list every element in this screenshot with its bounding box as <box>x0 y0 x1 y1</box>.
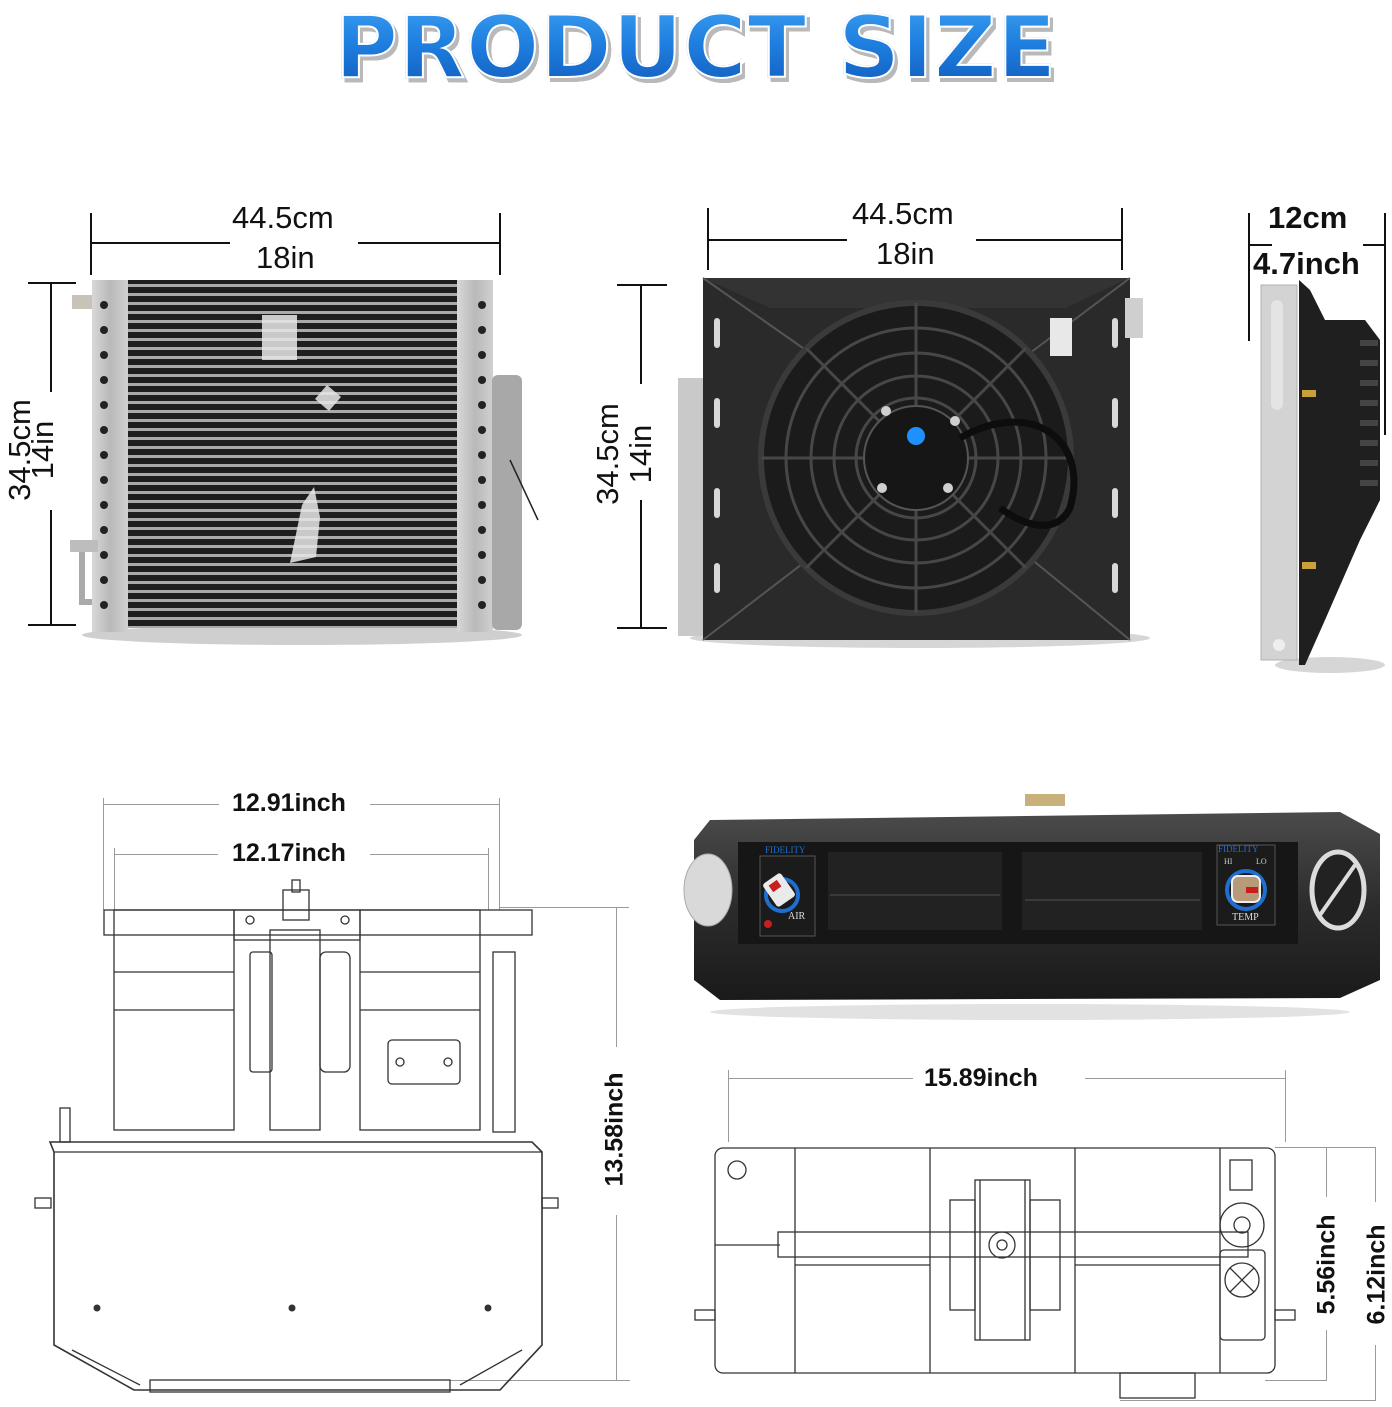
dimension-line <box>370 854 488 855</box>
dimension-line <box>103 804 219 805</box>
dimension-line <box>90 242 230 244</box>
inner-width-label: 12.17inch <box>232 839 346 867</box>
dimension-line <box>616 907 617 1047</box>
temp-knob-label: TEMP <box>1232 912 1259 923</box>
dimension-tick-left <box>1248 213 1250 341</box>
dimension-tick-top <box>499 907 629 908</box>
width-label: 15.89inch <box>924 1064 1038 1092</box>
dimension-tick-bottom <box>617 627 667 629</box>
condenser-fan-image <box>678 277 1150 648</box>
dimension-tick-bottom <box>450 1380 630 1381</box>
dimension-line <box>114 854 218 855</box>
dimension-tick-right <box>499 213 501 275</box>
dimension-line <box>640 284 642 384</box>
dimension-line <box>640 500 642 628</box>
dimension-line <box>358 242 500 244</box>
dimension-line <box>1363 244 1385 246</box>
dimension-line <box>50 510 52 625</box>
dimension-tick-top <box>617 284 667 286</box>
dimension-tick-bottom <box>28 624 76 626</box>
air-knob-label: AIR <box>788 911 806 922</box>
dimension-tick-left <box>728 1070 729 1142</box>
evaporator-unit-image <box>683 794 1380 1020</box>
dimension-tick-right <box>1285 1070 1286 1142</box>
dimension-tick-left <box>90 213 92 275</box>
dimension-tick-bottom <box>1120 1400 1376 1401</box>
dimension-line <box>1085 1078 1285 1079</box>
width-cm-label: 44.5cm <box>852 196 954 231</box>
temp-knob-hi: HI <box>1224 857 1233 866</box>
dimension-line <box>1326 1330 1327 1380</box>
fan-hub-logo <box>907 427 925 445</box>
dimension-tick-top <box>28 282 76 284</box>
height-cm-label: 34.5cm <box>590 403 625 505</box>
depth-outer-label: 6.12inch <box>1362 1224 1391 1325</box>
dimension-tick-right <box>1121 208 1123 270</box>
dimension-tick-right <box>499 798 500 910</box>
height-in-label: 14in <box>25 420 60 480</box>
dimension-tick-top <box>1275 1147 1375 1148</box>
dimension-tick-left <box>103 798 104 910</box>
depth-in-label: 4.7inch <box>1253 246 1360 281</box>
depth-inner-label: 5.56inch <box>1312 1214 1341 1315</box>
dimension-line <box>616 1215 617 1380</box>
temp-knob-brand: FIDELITY <box>1218 844 1259 854</box>
height-label: 13.58inch <box>600 1072 629 1187</box>
dimension-line <box>728 1078 913 1079</box>
depth-cm-label: 12cm <box>1268 200 1348 235</box>
height-in-label: 14in <box>623 424 658 484</box>
dimension-line <box>50 282 52 392</box>
page-title: PRODUCT SIZE <box>0 0 1392 99</box>
dimension-line <box>1248 244 1272 246</box>
evaporator-front-drawing <box>34 879 559 1393</box>
width-in-label: 18in <box>876 236 935 271</box>
dimension-tick-bottom <box>1265 1380 1327 1381</box>
evaporator-top-drawing <box>694 1147 1296 1399</box>
width-cm-label: 44.5cm <box>232 200 334 235</box>
air-knob-brand: FIDELITY <box>765 845 806 855</box>
dimension-tick-left <box>114 848 115 910</box>
dimension-line <box>1326 1147 1327 1197</box>
outer-width-label: 12.91inch <box>232 789 346 817</box>
dimension-line <box>1375 1147 1376 1202</box>
temp-knob-lo: LO <box>1256 857 1267 866</box>
condenser-side-image <box>1260 280 1385 673</box>
dimension-line <box>370 804 499 805</box>
dimension-line <box>976 239 1122 241</box>
condenser-image <box>70 280 539 645</box>
dimension-line <box>707 239 847 241</box>
dimension-tick-right <box>488 848 489 910</box>
dimension-line <box>1375 1345 1376 1400</box>
dimension-tick-right <box>1384 213 1386 435</box>
width-in-label: 18in <box>256 240 315 275</box>
